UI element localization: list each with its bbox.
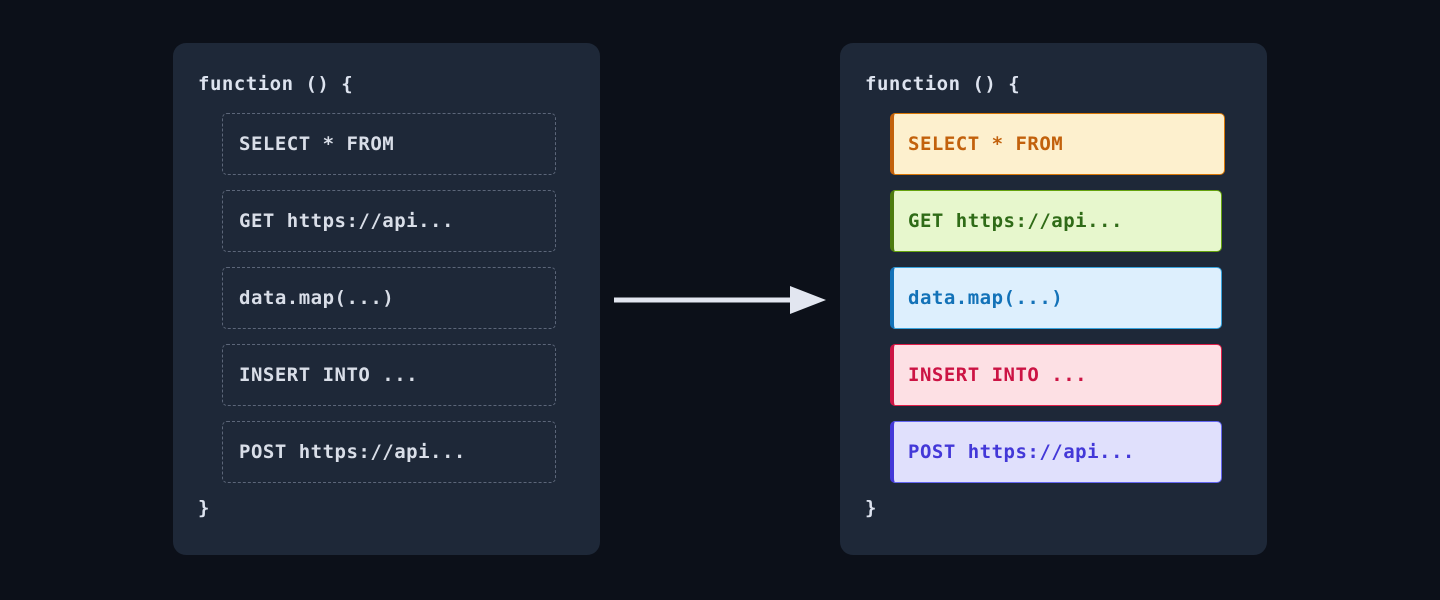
row-select[interactable]: SELECT * FROM: [222, 113, 556, 175]
transform-arrow-icon: [614, 286, 826, 314]
unclassified-row-list: SELECT * FROM GET https://api... data.map(…: [173, 113, 600, 483]
row-datamap[interactable]: data.map(...): [890, 267, 1222, 329]
row-post[interactable]: POST https://api...: [222, 421, 556, 483]
function-close-line: }: [198, 497, 210, 519]
row-get[interactable]: GET https://api...: [222, 190, 556, 252]
row-label: POST https://api...: [239, 441, 466, 463]
row-label: INSERT INTO ...: [908, 364, 1088, 386]
classified-code-panel: function () { SELECT * FROM GET https://a…: [840, 43, 1267, 555]
unclassified-code-panel: function () { SELECT * FROM GET https://a…: [173, 43, 600, 555]
row-insert[interactable]: INSERT INTO ...: [222, 344, 556, 406]
function-open-line: function () {: [865, 73, 1021, 95]
classified-row-list: SELECT * FROM GET https://api... data.map(…: [840, 113, 1267, 483]
row-datamap[interactable]: data.map(...): [222, 267, 556, 329]
row-label: POST https://api...: [908, 441, 1135, 463]
row-post[interactable]: POST https://api...: [890, 421, 1222, 483]
row-label: data.map(...): [908, 287, 1064, 309]
row-insert[interactable]: INSERT INTO ...: [890, 344, 1222, 406]
function-open-line: function () {: [198, 73, 354, 95]
row-label: INSERT INTO ...: [239, 364, 419, 386]
row-label: SELECT * FROM: [239, 133, 395, 155]
row-label: SELECT * FROM: [908, 133, 1064, 155]
row-label: GET https://api...: [908, 210, 1123, 232]
row-label: GET https://api...: [239, 210, 454, 232]
row-get[interactable]: GET https://api...: [890, 190, 1222, 252]
function-close-line: }: [865, 497, 877, 519]
row-label: data.map(...): [239, 287, 395, 309]
row-select[interactable]: SELECT * FROM: [890, 113, 1225, 175]
